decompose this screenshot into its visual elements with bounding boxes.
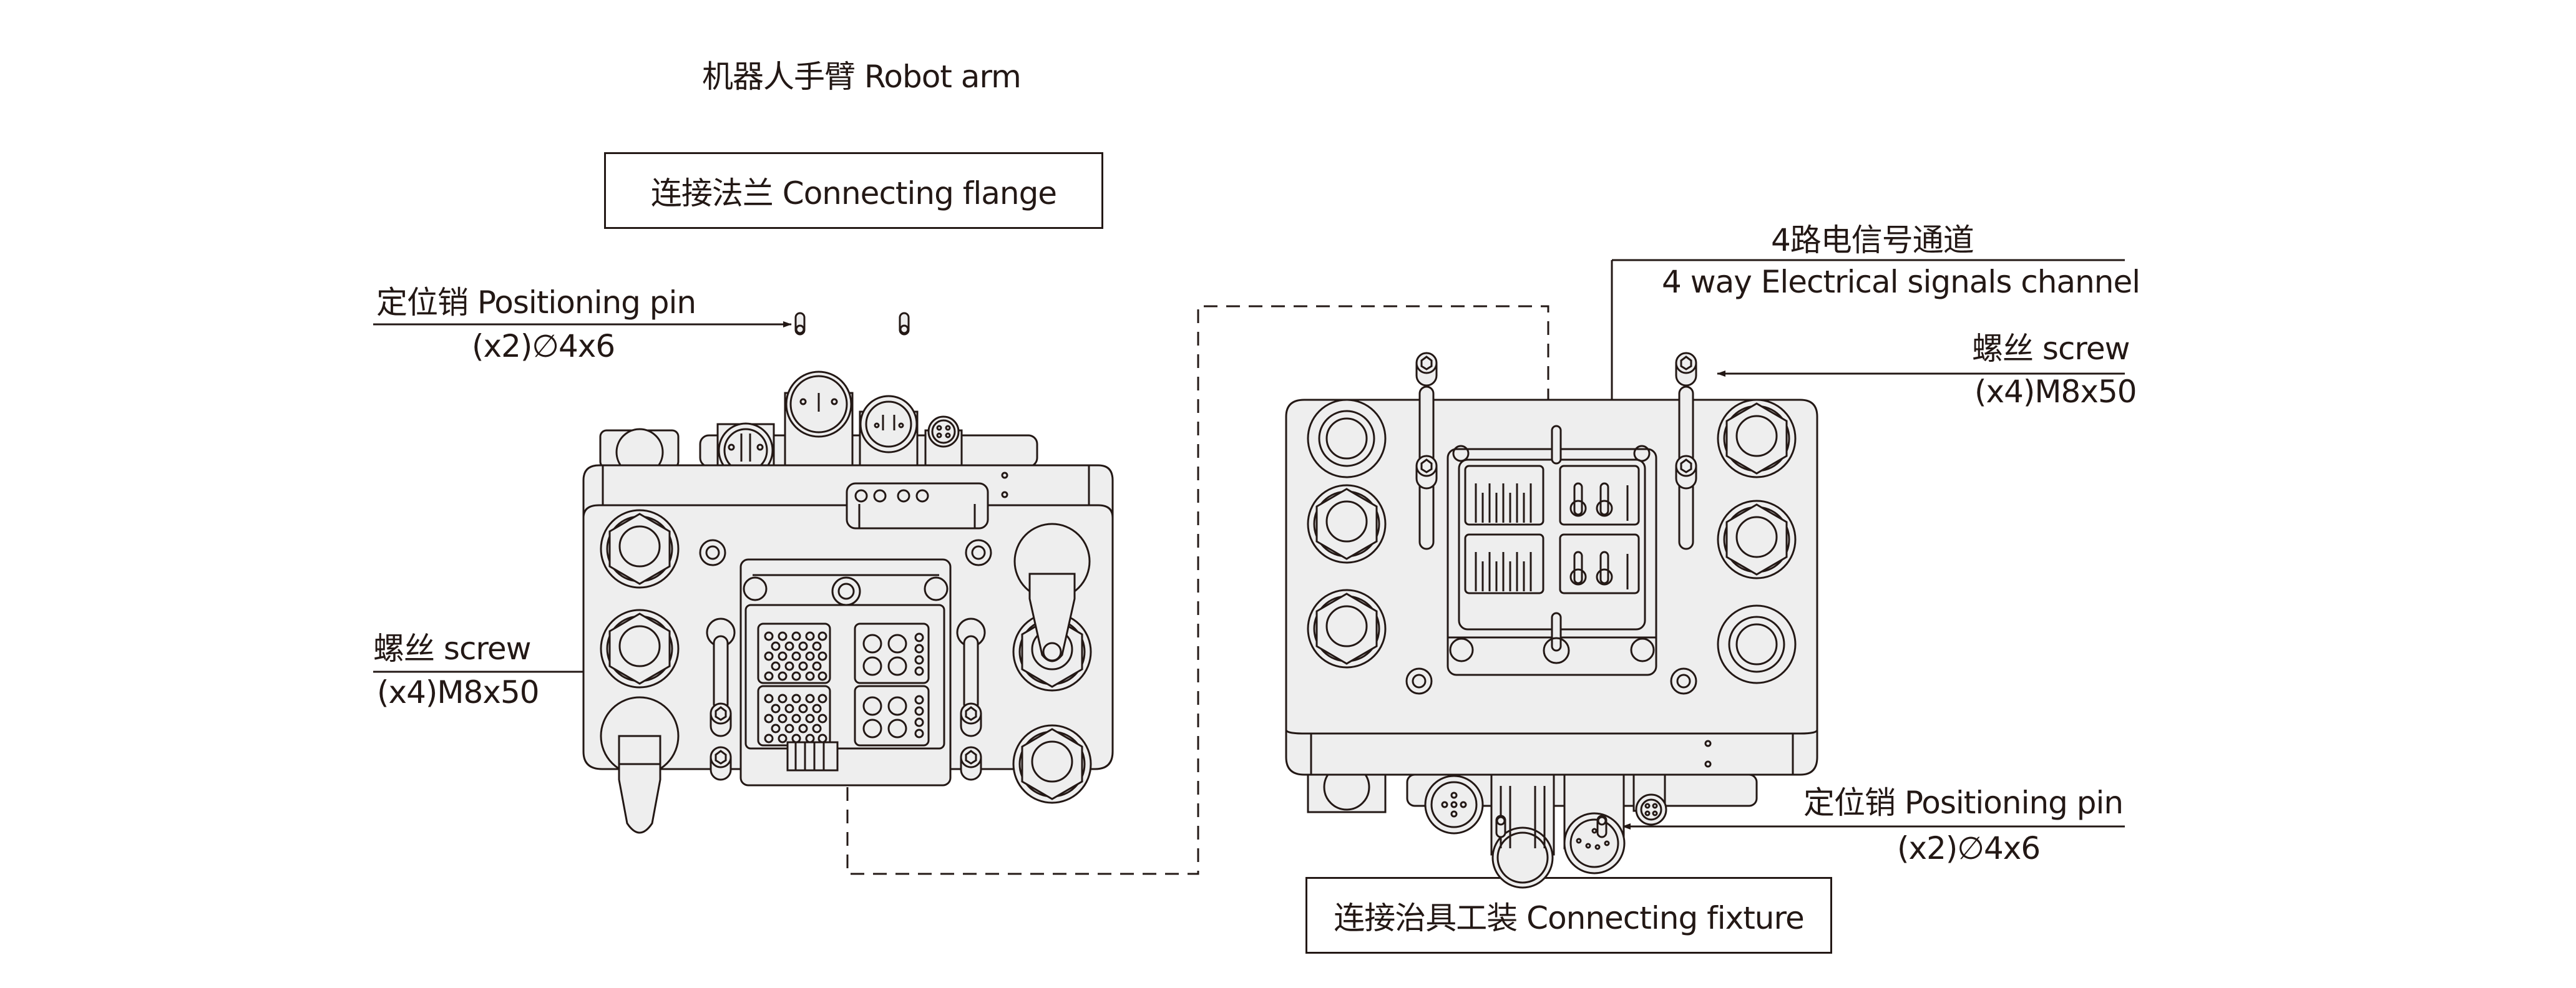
connector-large-knurled <box>784 370 854 469</box>
left-screw-spec: (x4)M8x50 <box>377 674 540 710</box>
connecting-flange-label: 连接法兰 Connecting flange <box>650 175 1057 211</box>
connecting-fixture-device <box>1285 352 1818 889</box>
left-air-nozzle <box>600 696 680 834</box>
connecting-flange-box: 连接法兰 Connecting flange <box>604 152 1103 229</box>
fixture-connector-knurled-b <box>1563 772 1626 874</box>
robot-arm-title: 机器人手臂 Robot arm <box>702 59 1022 95</box>
fixture-connector-knurled-a <box>1490 772 1555 889</box>
left-pin-label: 定位销 Positioning pin <box>376 284 696 321</box>
right-screw-2 <box>1675 352 1697 550</box>
left-screw-label: 螺丝 screw <box>373 631 532 667</box>
dashed-connection-path <box>846 305 1549 875</box>
signal-channel-label-en: 4 way Electrical signals channel <box>1662 264 2140 300</box>
right-positioning-pin-2 <box>1596 815 1608 838</box>
right-pin-label: 定位销 Positioning pin <box>1803 785 2124 821</box>
connector-m8 <box>924 415 963 469</box>
led-panel <box>846 482 989 530</box>
left-positioning-pin-1 <box>794 312 806 336</box>
connecting-flange-device <box>582 370 1114 834</box>
left-screw-2 <box>956 618 986 781</box>
right-pin-spec: (x2)∅4x6 <box>1897 830 2041 866</box>
right-screw-spec: (x4)M8x50 <box>1974 374 2137 410</box>
left-positioning-pin-2 <box>899 312 910 336</box>
right-screw-1 <box>1415 352 1438 550</box>
connector-m12-a <box>716 422 775 478</box>
signal-channel-label-cn: 4路电信号通道 <box>1771 222 1974 258</box>
right-positioning-pin-1 <box>1495 815 1506 838</box>
connecting-fixture-label: 连接治具工装 Connecting fixture <box>1334 899 1804 936</box>
fixture-connector-m8 <box>1632 772 1667 826</box>
fixture-connector-a <box>1424 775 1484 835</box>
left-screw-1 <box>706 618 736 781</box>
connector-m12-b <box>859 395 919 469</box>
connecting-fixture-box: 连接治具工装 Connecting fixture <box>1305 877 1832 954</box>
left-pin-spec: (x2)∅4x6 <box>472 328 615 364</box>
right-air-nozzle <box>1012 523 1092 692</box>
right-screw-label: 螺丝 screw <box>1972 331 2130 367</box>
